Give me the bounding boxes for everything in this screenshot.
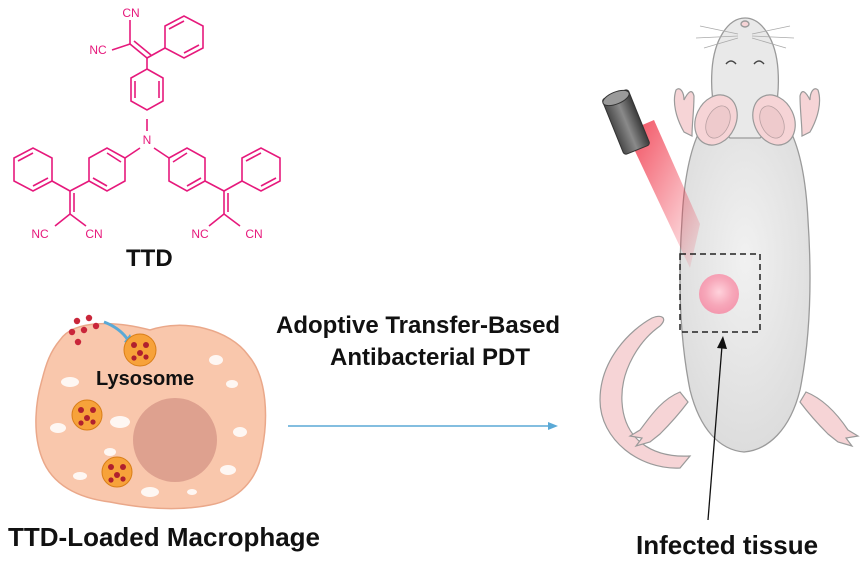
right-cn-label: CN (245, 227, 262, 241)
process-arrow (288, 422, 558, 430)
molecule-name: TTD (126, 245, 173, 272)
lysosome (101, 456, 133, 488)
lysosome (71, 399, 103, 431)
laser-fiber (602, 89, 650, 155)
lysosome (123, 333, 157, 367)
macrophage-caption: TTD-Loaded Macrophage (8, 522, 321, 552)
infected-tissue-spot (699, 274, 739, 314)
mouse-tail (599, 315, 692, 469)
top-nc-label: NC (89, 43, 107, 57)
free-ttd-particles (68, 314, 100, 346)
process-title-line2: Antibacterial PDT (330, 344, 531, 371)
laser-beam (626, 120, 700, 268)
mouse-face (695, 20, 795, 65)
infected-region-box (679, 253, 761, 333)
macrophage-nucleus (133, 398, 217, 482)
mouse-hind-legs (628, 391, 860, 448)
mouse-ears (694, 94, 796, 146)
infected-tissue-pointer (707, 336, 727, 521)
infected-tissue-caption: Infected tissue (636, 530, 819, 560)
right-nc-label: NC (191, 227, 209, 241)
top-cn-label: CN (122, 6, 139, 20)
process-title-line1: Adoptive Transfer-Based (276, 312, 561, 339)
mouse-front-paws (673, 88, 821, 137)
nitrogen-label: N (143, 133, 152, 147)
ttd-molecule-structure (13, 15, 281, 227)
left-cn-label: CN (85, 227, 102, 241)
lysosome-label: Lysosome (96, 368, 195, 390)
ttd-atom-labels: N CN NC NC CN NC CN (31, 6, 262, 241)
left-nc-label: NC (31, 227, 49, 241)
